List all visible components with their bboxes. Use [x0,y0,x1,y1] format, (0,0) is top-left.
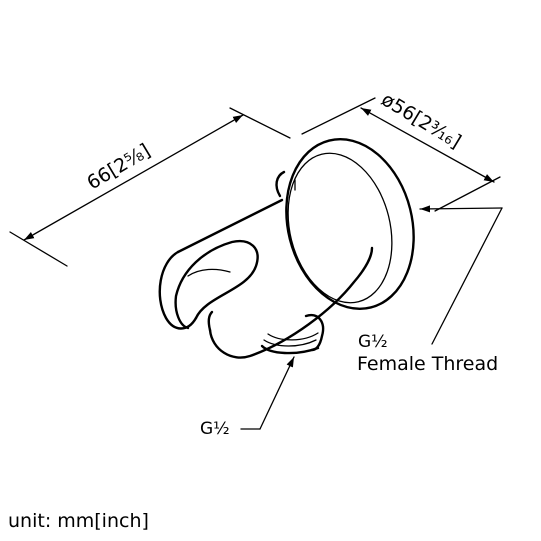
body-lip [207,310,214,332]
body-rear-top [275,170,286,198]
unit-note: unit: mm[inch] [8,510,149,532]
flange-outer-edge [285,138,415,310]
length-dimension-line [23,114,244,241]
female-thread-callout: G½ Female Thread [357,205,503,375]
cup-inner-curve [187,268,231,277]
extension-line-top [301,97,376,135]
diameter-dimension-label: ø56[2³⁄₁₆] [377,88,464,153]
cup-opening [174,239,259,330]
diameter-dimension-line [360,107,495,183]
connector-side [304,313,325,352]
female-thread-size-label: G½ [358,332,388,352]
bottom-thread-callout: G½ [200,356,295,439]
bottom-thread-size-label: G½ [200,419,230,439]
body-top-edge [176,198,284,254]
female-thread-arrow [419,205,503,213]
bottom-connector [260,313,325,355]
holder-body [158,170,374,359]
extension-line-bottom [434,176,501,212]
extension-line-right [229,107,291,139]
wall-flange [285,138,415,310]
female-thread-desc-label: Female Thread [357,353,498,375]
body-bottom-edge [208,246,374,359]
connector-ring-1 [263,339,317,347]
bottom-thread-leader [259,356,295,430]
connector-ring-2 [267,332,319,341]
diameter-dimension: ø56[2³⁄₁₆] [301,88,501,212]
female-thread-leader [431,207,503,345]
flange-inner-edge [287,152,393,304]
extension-line-left [9,231,68,267]
